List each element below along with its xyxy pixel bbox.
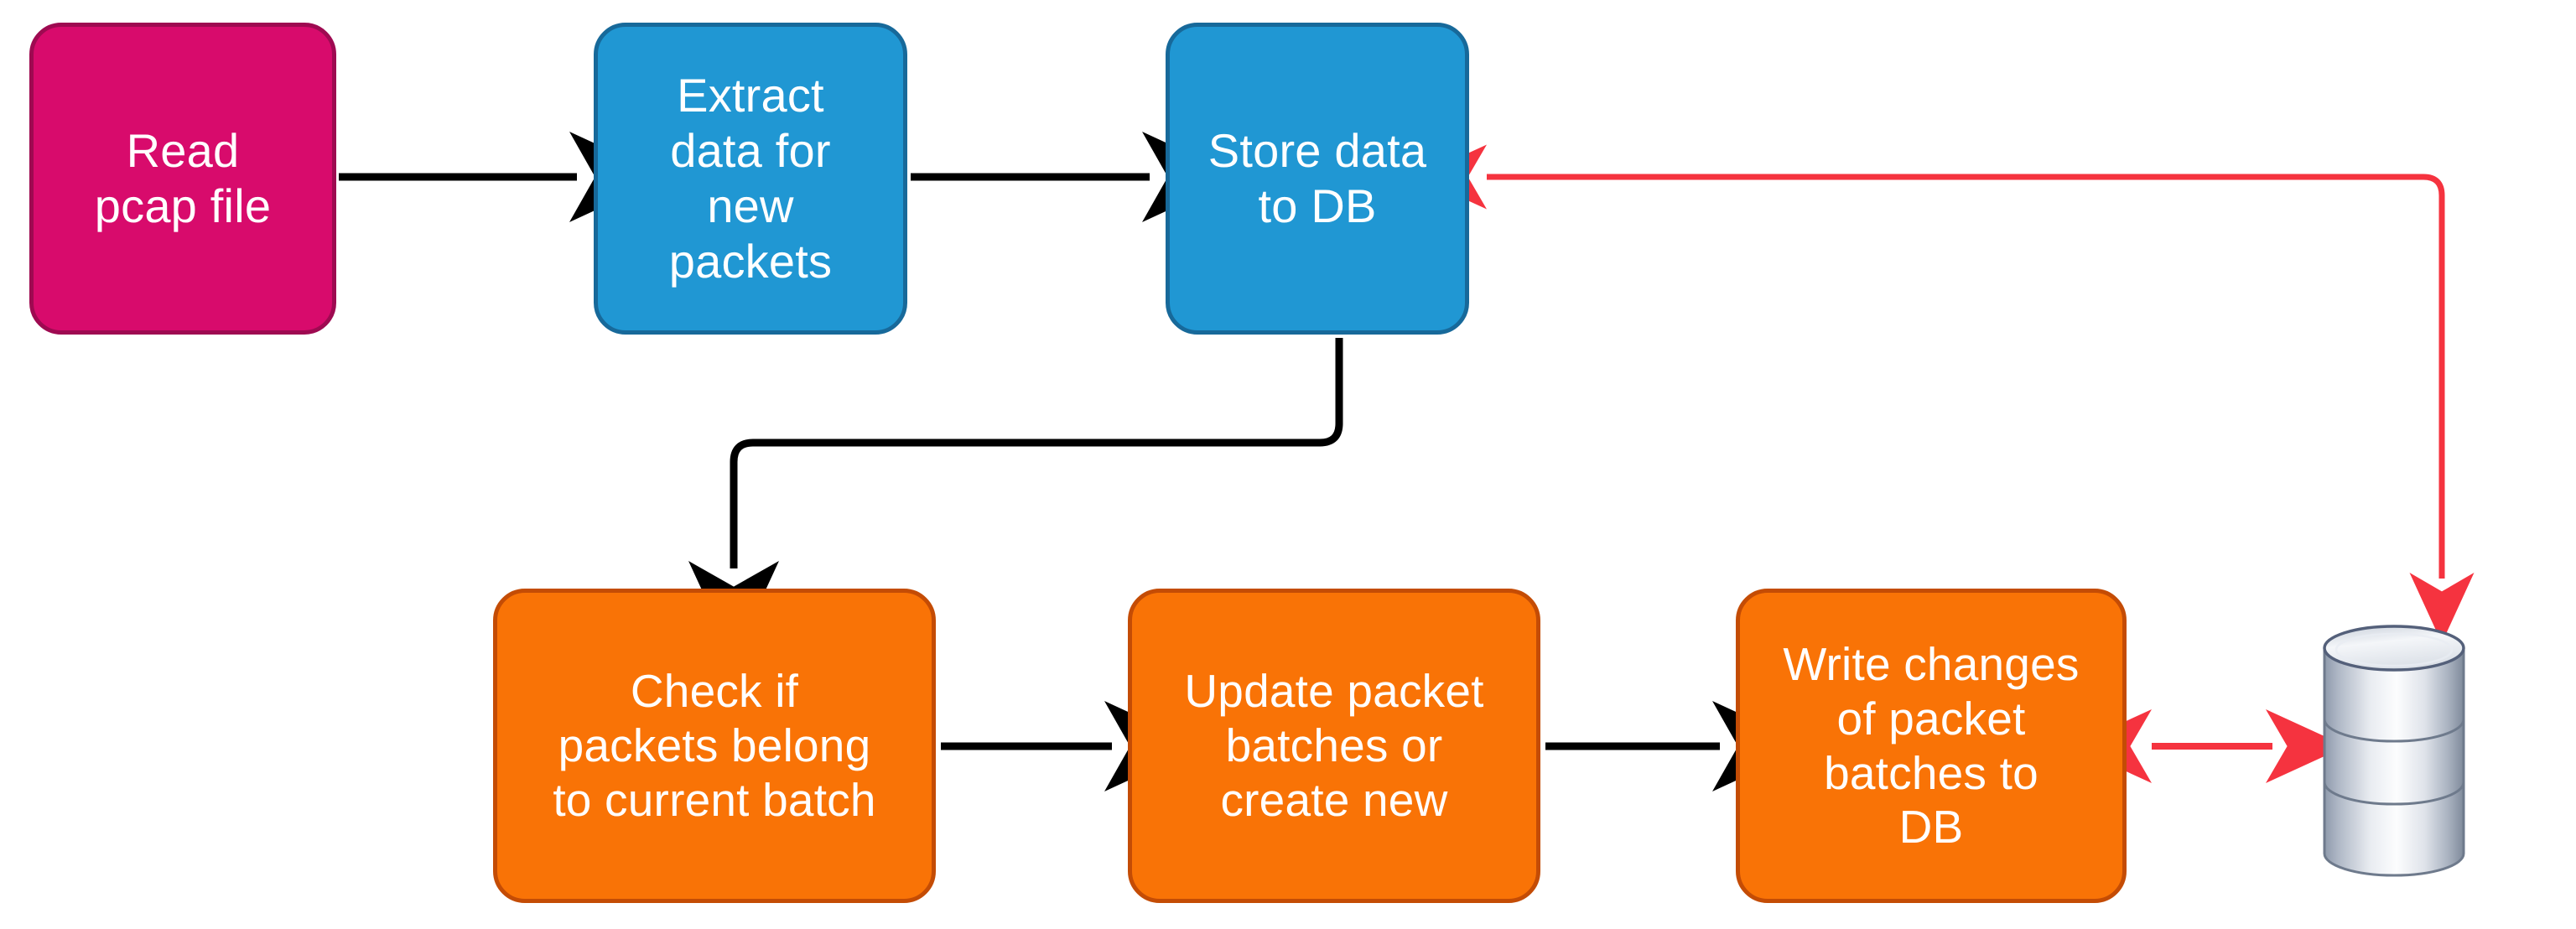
edge-store-to-database <box>1416 144 2475 643</box>
node-check-if-packets-belong-to-current-batch[interactable]: Check if packets belong to current batch <box>493 589 936 903</box>
node-read-pcap-file[interactable]: Read pcap file <box>29 23 336 335</box>
node-label: Extract data for new packets <box>668 68 833 288</box>
node-write-changes-of-packet-batches-to-db[interactable]: Write changes of packet batches to DB <box>1736 589 2127 903</box>
node-extract-data-for-new-packets[interactable]: Extract data for new packets <box>594 23 907 335</box>
node-store-data-to-db[interactable]: Store data to DB <box>1166 23 1469 335</box>
node-label: Store data to DB <box>1208 123 1427 232</box>
node-label: Update packet batches or create new <box>1184 665 1484 826</box>
node-update-packet-batches-or-create-new[interactable]: Update packet batches or create new <box>1128 589 1540 903</box>
database-icon <box>2323 625 2465 877</box>
node-label: Write changes of packet batches to DB <box>1783 637 2080 854</box>
node-label: Read pcap file <box>94 123 272 232</box>
node-label: Check if packets belong to current batch <box>553 665 876 826</box>
edge-store-to-check <box>688 338 1343 659</box>
